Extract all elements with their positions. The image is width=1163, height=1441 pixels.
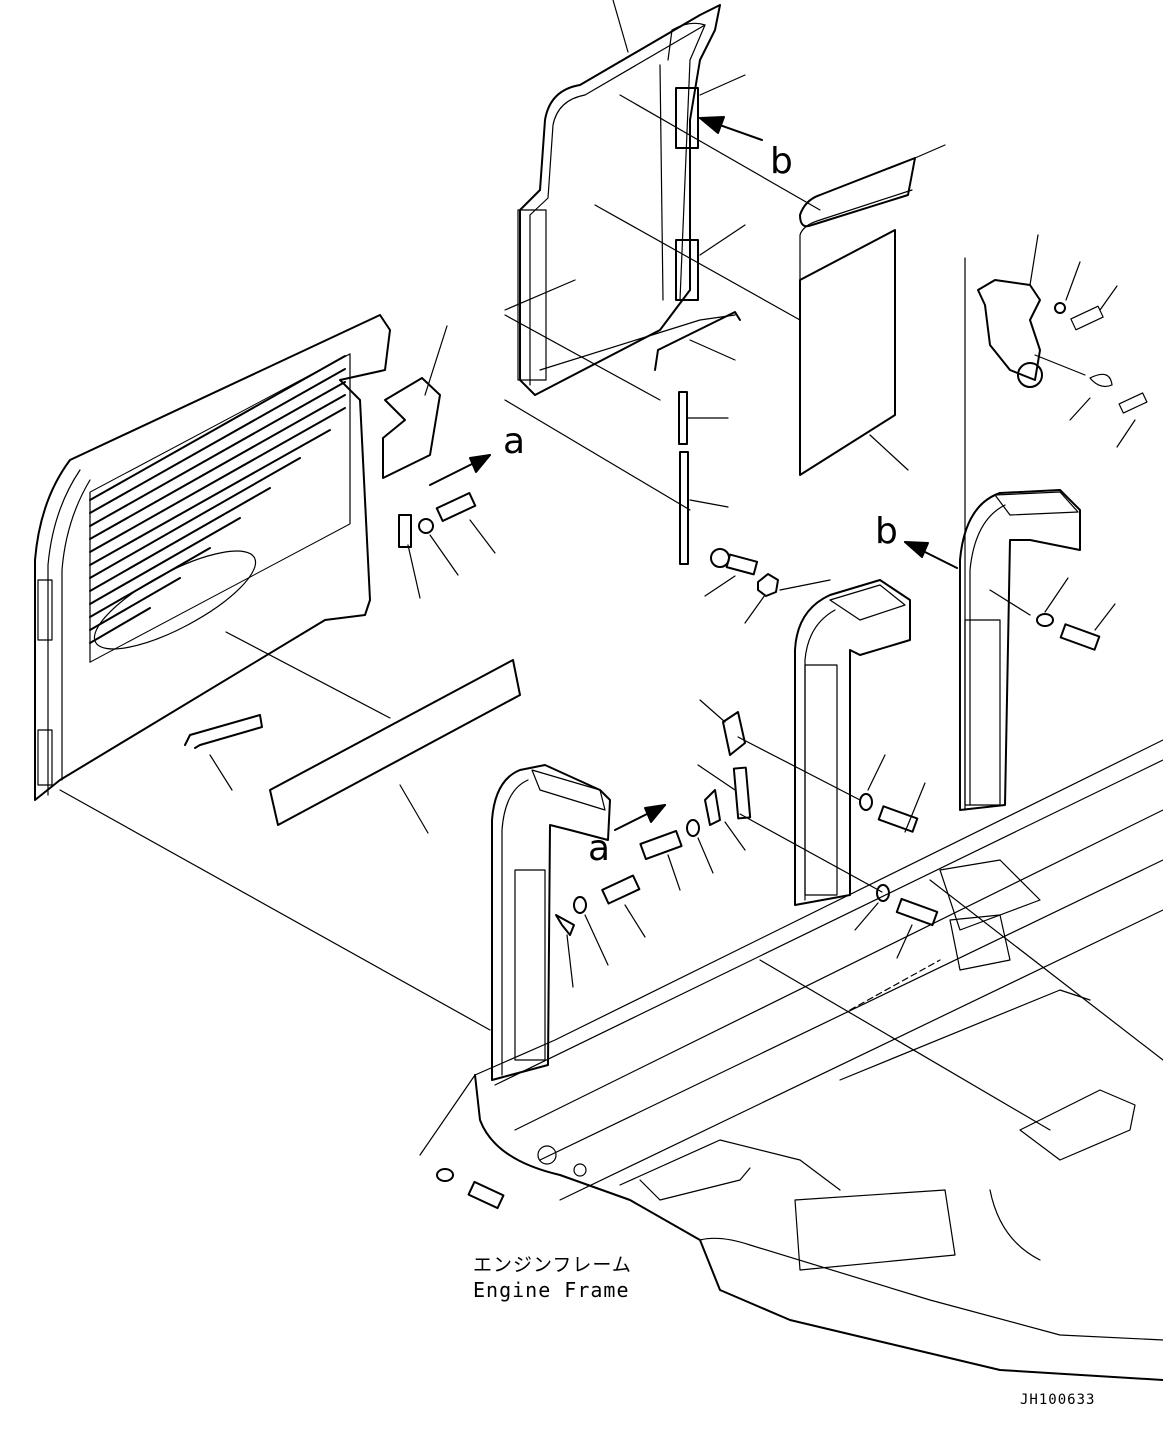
engine-frame — [474, 739, 1163, 1381]
frame-bottom-bolts — [419, 1074, 505, 1210]
upper-leader-lines — [504, 0, 821, 511]
arrow-b-lower — [904, 541, 958, 569]
grille-rod — [184, 714, 263, 749]
callout-a-upper: a — [503, 421, 525, 462]
callout-b-upper: b — [770, 141, 793, 182]
hose-bracket — [977, 234, 1086, 388]
seal-strip-long — [679, 451, 689, 565]
middle-post-side-bolts — [854, 754, 939, 959]
lower-bolts — [555, 813, 883, 988]
right-post-bolts — [989, 577, 1116, 651]
upper-frame-panel — [517, 4, 736, 396]
middle-top-bolts — [704, 548, 779, 624]
callout-b-lower: b — [875, 511, 898, 552]
grille-panel — [34, 314, 491, 1031]
caption-english: Engine Frame — [473, 1278, 630, 1302]
foam-pad-large — [799, 229, 909, 476]
caption-japanese: エンジンフレーム — [473, 1254, 632, 1276]
drawing-id-label: JH100633 — [1020, 1392, 1096, 1408]
clamp-parts — [1054, 261, 1148, 448]
arrow-a-lower — [614, 804, 666, 831]
seal-strip-short — [678, 391, 688, 445]
left-post — [491, 764, 611, 1081]
bent-rod — [654, 311, 741, 371]
middle-bracket-plates — [697, 699, 861, 851]
right-post — [959, 257, 1081, 811]
arrow-a-upper — [429, 454, 491, 486]
middle-post — [779, 579, 911, 906]
grille-bolts — [398, 492, 496, 599]
callout-a-lower: a — [588, 828, 610, 869]
foam-pad-upper — [799, 144, 946, 263]
foam-bar — [269, 659, 521, 834]
grille-pad — [382, 325, 448, 479]
arrow-b-upper — [699, 116, 763, 141]
